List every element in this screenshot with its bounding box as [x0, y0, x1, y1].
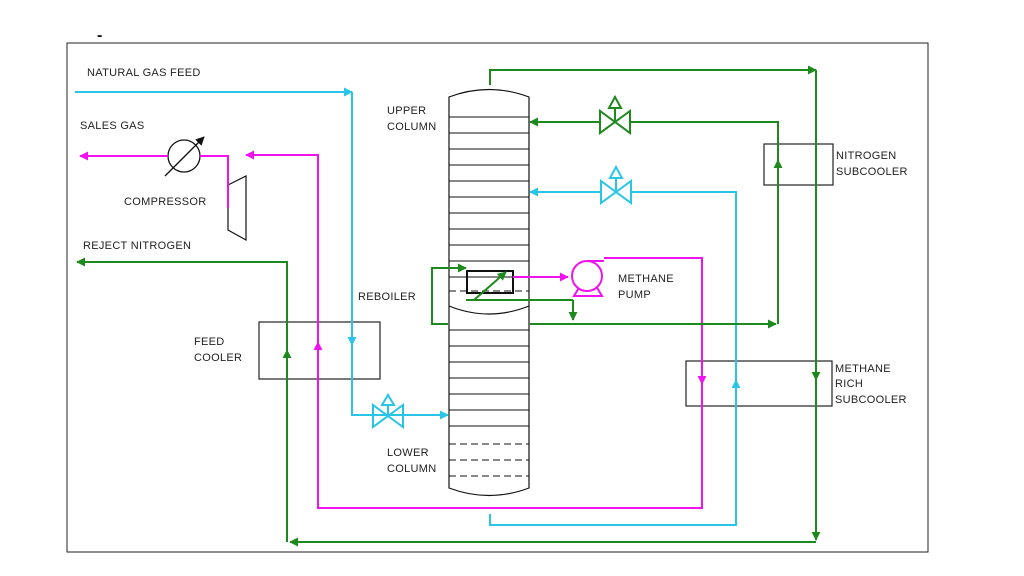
lower-column-trays — [449, 329, 529, 477]
reflux-cyan-line — [529, 187, 737, 380]
feed-cooler-label-line2: COOLER — [194, 352, 242, 364]
bottoms-to-subcooler-line — [489, 379, 741, 526]
methane-return-line — [313, 341, 703, 509]
lower-column-label-line2: COLUMN — [387, 463, 436, 475]
top-reflux-line — [529, 117, 779, 324]
methane-rich-subcooler-label-line2: RICH — [835, 378, 863, 390]
compressor — [227, 175, 247, 242]
feed-to-lower-column-line — [351, 345, 449, 420]
reboiler-box — [466, 270, 514, 294]
nitrogen-subcooler-box — [763, 143, 834, 186]
pump-discharge-line — [604, 257, 707, 385]
nitrogen-streams — [76, 65, 821, 547]
reboiler-loop-line — [431, 263, 467, 325]
sales-gas-exchanger — [164, 136, 205, 177]
reject-nitrogen-label: REJECT NITROGEN — [83, 240, 191, 252]
reboiler-label: REBOILER — [358, 291, 416, 303]
methane-pump-label-line1: METHANE — [618, 273, 674, 285]
diagram-border — [66, 42, 929, 553]
reject-nitrogen-line — [76, 257, 288, 350]
feed-valve — [372, 393, 404, 429]
labels: NATURAL GAS FEED SALES GAS COMPRESSOR RE… — [80, 67, 908, 475]
reboiler — [466, 270, 514, 294]
methane-rich-subcooler-label-line3: SUBCOOLER — [835, 394, 907, 406]
upper-column-trays — [449, 116, 529, 292]
feed-cooler-label-line1: FEED — [194, 336, 225, 348]
reboiler-diagonal-line — [473, 271, 507, 301]
pump-casing — [571, 260, 603, 292]
natural-gas-feed-label: NATURAL GAS FEED — [87, 67, 201, 79]
overhead-vapor-line — [489, 65, 817, 85]
upper-column-label-line1: UPPER — [387, 105, 426, 117]
sales-gas-recycle-line — [245, 150, 319, 342]
compressor-body — [227, 175, 247, 242]
compressor-label: COMPRESSOR — [124, 196, 206, 208]
feed-cooler-box — [258, 321, 381, 380]
corner-mark: - — [97, 27, 102, 44]
feed-streams — [75, 87, 741, 526]
compressor-to-exchanger-line — [200, 155, 229, 208]
methane-pump-label-line2: PUMP — [618, 289, 651, 301]
methane-rich-subcooler-label-line1: METHANE — [835, 363, 891, 375]
exchanger-circle — [167, 139, 201, 173]
reflux-cyan-valve — [600, 164, 632, 205]
nitrogen-subcooler-label-line1: NITROGEN — [836, 150, 896, 162]
lower-column-label-line1: LOWER — [387, 447, 429, 459]
upper-column-label-line2: COLUMN — [387, 121, 436, 133]
exchanger-arrow — [164, 136, 205, 177]
methane-rich-subcooler-box — [685, 360, 833, 407]
column-shell — [448, 88, 530, 497]
sales-gas-label: SALES GAS — [80, 120, 144, 132]
reflux-green-valve — [599, 94, 631, 135]
column-divider — [448, 305, 530, 315]
nitrogen-subcooler-label-line2: SUBCOOLER — [836, 166, 908, 178]
methane-pump — [571, 260, 604, 297]
distillation-column — [448, 88, 530, 497]
methane-streams — [79, 150, 707, 509]
